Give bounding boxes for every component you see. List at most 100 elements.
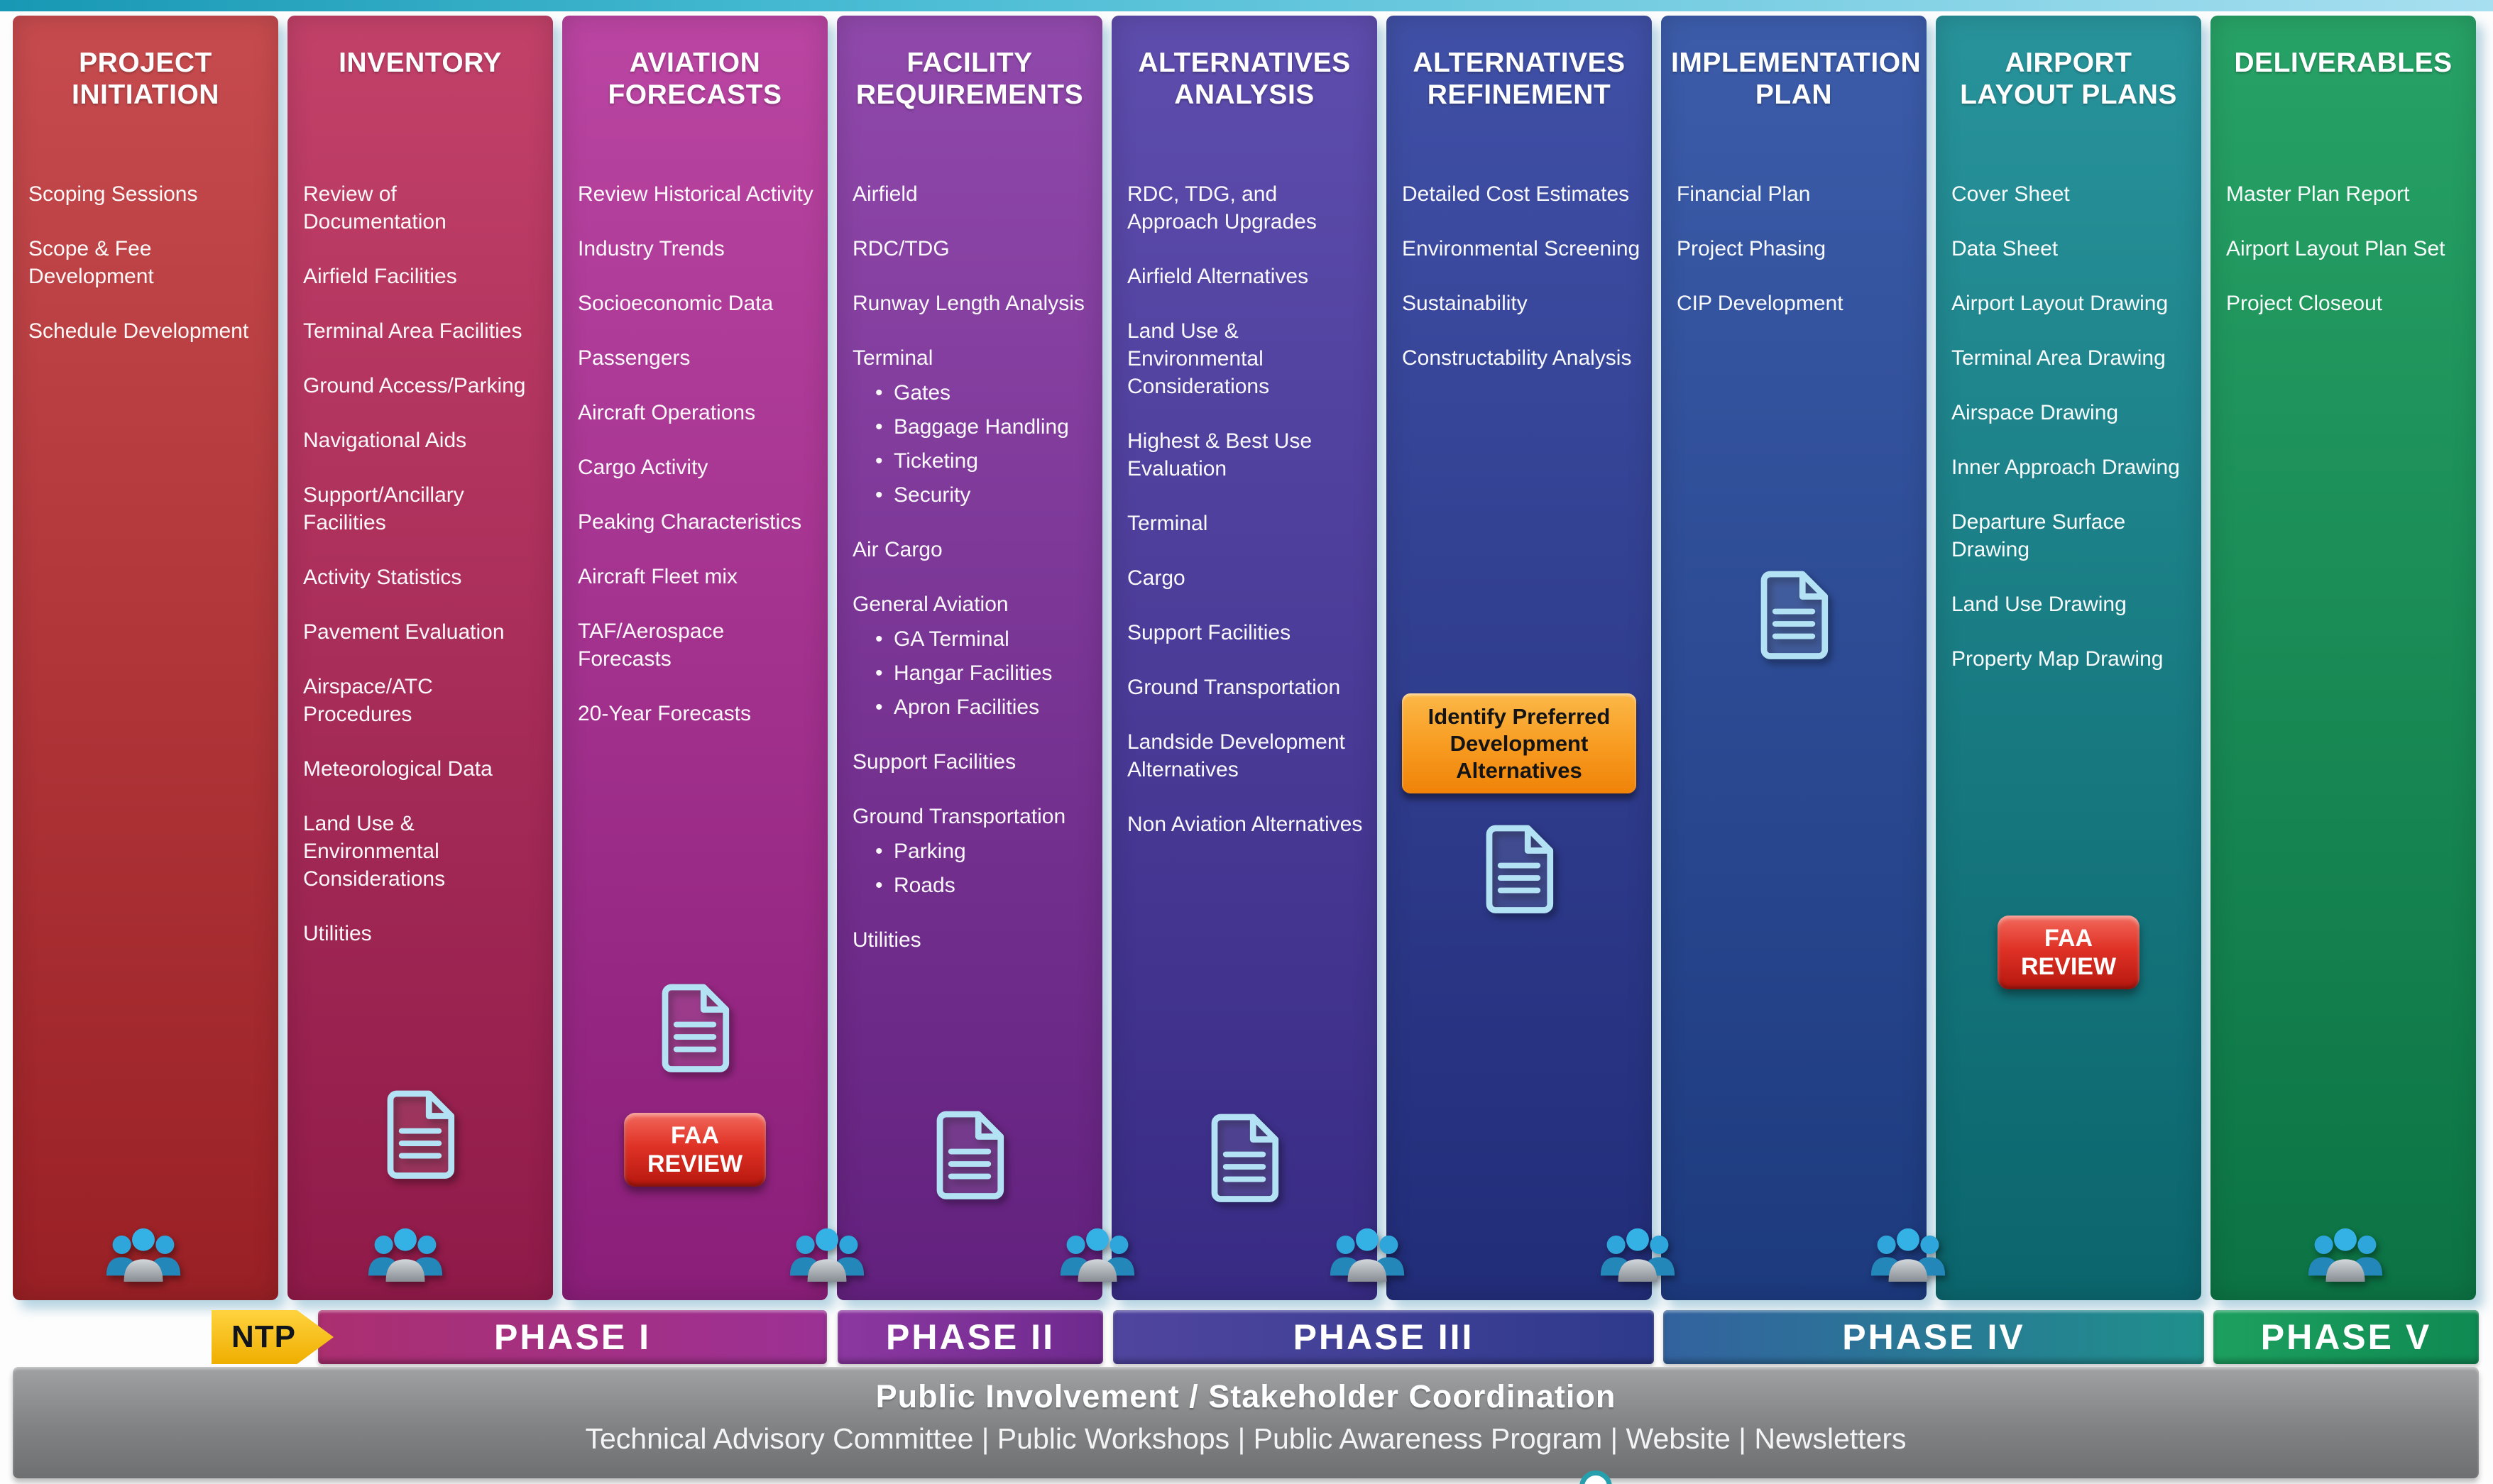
phase-segment-phase-iii: PHASE III xyxy=(1113,1310,1654,1364)
column-item: Detailed Cost Estimates xyxy=(1402,182,1630,206)
document-icon xyxy=(930,1109,1009,1202)
column-item: Land Use Drawing xyxy=(1951,593,2127,616)
column-item: Aircraft Fleet mix xyxy=(578,565,738,588)
phase-label: PHASE I xyxy=(493,1317,652,1357)
column-item: Activity Statistics xyxy=(303,566,462,589)
public-involvement-bar: Public Involvement / Stakeholder Coordin… xyxy=(13,1367,2479,1478)
column-item: Review of Documentation xyxy=(303,182,446,233)
column-item: Project Phasing xyxy=(1677,237,1826,260)
column-item: Peaking Characteristics xyxy=(578,510,802,534)
column-item: Cover Sheet xyxy=(1951,182,2070,206)
column-item: Property Map Drawing xyxy=(1951,647,2164,671)
column-title: IMPLEMENTATION PLAN xyxy=(1671,48,1922,111)
column-item: Airspace Drawing xyxy=(1951,401,2119,424)
column-subitem: Gates xyxy=(871,379,1091,407)
column-item: TAF/Aerospace Forecasts xyxy=(578,620,725,671)
people-group-icon xyxy=(104,1224,182,1288)
column-title: AVIATION FORECASTS xyxy=(608,48,782,111)
column-item: Runway Length Analysis xyxy=(853,292,1085,315)
column-aviation-forecasts: AVIATION FORECASTS Review Historical Act… xyxy=(562,16,828,1300)
phase-ntp-arrow: NTP xyxy=(212,1310,334,1364)
identify-preferred-alternatives-badge: Identify Preferred Development Alternati… xyxy=(1402,693,1636,794)
column-item: Inner Approach Drawing xyxy=(1951,456,2180,479)
column-item: Airspace/ATC Procedures xyxy=(303,675,433,726)
faa-review-badge: FAA REVIEW xyxy=(624,1113,766,1187)
process-columns: PROJECT INITIATION Scoping Sessions Scop… xyxy=(13,16,2476,1300)
people-group-icon xyxy=(1869,1224,1947,1288)
column-item: Scoping Sessions xyxy=(28,182,198,206)
column-item: Support/Ancillary Facilities xyxy=(303,483,464,534)
phase-segment-phase-iv: PHASE IV xyxy=(1663,1310,2204,1364)
column-item: Airfield Facilities xyxy=(303,265,457,288)
column-item-list: Master Plan Report Airport Layout Plan S… xyxy=(2210,152,2476,317)
column-item: Cargo xyxy=(1127,566,1185,590)
phase-label: PHASE V xyxy=(2260,1317,2432,1357)
public-involvement-items: Technical Advisory Committee | Public Wo… xyxy=(585,1422,1907,1455)
faa-review-line1: FAA xyxy=(2044,924,2093,952)
column-facility-requirements: FACILITY REQUIREMENTS Airfield RDC/TDG R… xyxy=(837,16,1102,1300)
faa-review-line2: REVIEW xyxy=(2020,953,2117,980)
column-item: Air Cargo xyxy=(853,538,943,561)
column-item-list: Airfield RDC/TDG Runway Length Analysis … xyxy=(837,152,1102,954)
column-item: Airport Layout Drawing xyxy=(1951,292,2169,315)
column-item-list: RDC, TDG, and Approach Upgrades Airfield… xyxy=(1112,152,1377,838)
people-group-icon xyxy=(1599,1224,1677,1288)
column-item: Airfield Alternatives xyxy=(1127,265,1309,288)
column-subitem: Baggage Handling xyxy=(871,413,1091,441)
column-item: Review Historical Activity xyxy=(578,182,813,206)
column-item: Support Facilities xyxy=(853,750,1017,774)
column-item: Financial Plan xyxy=(1677,182,1811,206)
column-item: Ground Access/Parking xyxy=(303,374,526,397)
faa-review-line2: REVIEW xyxy=(647,1150,743,1177)
column-title: AIRPORT LAYOUT PLANS xyxy=(1960,48,2177,111)
faa-review-line1: FAA xyxy=(671,1121,719,1149)
column-subitem: Apron Facilities xyxy=(871,693,1091,721)
column-title: INVENTORY xyxy=(339,48,502,78)
column-item: 20-Year Forecasts xyxy=(578,702,752,725)
faa-review-badge: FAA REVIEW xyxy=(1998,916,2139,989)
column-item: Environmental Screening xyxy=(1402,237,1640,260)
column-item: Utilities xyxy=(303,922,372,945)
document-icon xyxy=(655,982,735,1074)
column-deliverables: DELIVERABLES Master Plan Report Airport … xyxy=(2210,16,2476,1300)
phase-label: PHASE IV xyxy=(1842,1317,2025,1357)
column-project-initiation: PROJECT INITIATION Scoping Sessions Scop… xyxy=(13,16,278,1300)
column-item: Pavement Evaluation xyxy=(303,620,505,644)
column-title: DELIVERABLES xyxy=(2234,48,2453,78)
column-item: Project Closeout xyxy=(2226,292,2383,315)
column-item: Master Plan Report xyxy=(2226,182,2410,206)
public-involvement-title: Public Involvement / Stakeholder Coordin… xyxy=(875,1378,1616,1414)
phase-segment-phase-i: PHASE I xyxy=(318,1310,827,1364)
column-item: Socioeconomic Data xyxy=(578,292,774,315)
column-item: Data Sheet xyxy=(1951,237,2059,260)
document-icon xyxy=(1205,1112,1284,1204)
column-item: Land Use & Environmental Considerations xyxy=(303,812,446,891)
phase-segment-phase-ii: PHASE II xyxy=(838,1310,1103,1364)
document-icon xyxy=(1479,823,1559,916)
column-item: Cargo Activity xyxy=(578,456,708,479)
column-item: Passengers xyxy=(578,346,691,370)
column-inventory: INVENTORY Review of Documentation Airfie… xyxy=(287,16,553,1300)
column-item: Terminal Area Drawing xyxy=(1951,346,2166,370)
column-item: Terminal xyxy=(853,346,933,370)
column-item: Schedule Development xyxy=(28,319,249,343)
column-alternatives-refinement: ALTERNATIVES REFINEMENT Detailed Cost Es… xyxy=(1386,16,1652,1300)
column-subitem: GA Terminal xyxy=(871,625,1091,653)
column-item: Industry Trends xyxy=(578,237,725,260)
people-group-icon xyxy=(1058,1224,1136,1288)
phase-segment-phase-v: PHASE V xyxy=(2213,1310,2479,1364)
people-group-icon xyxy=(2306,1224,2384,1288)
column-item: RDC/TDG xyxy=(853,237,950,260)
column-item: Departure Surface Drawing xyxy=(1951,510,2126,561)
column-subitem: Parking xyxy=(871,837,1091,865)
column-item: CIP Development xyxy=(1677,292,1843,315)
phase-label: PHASE II xyxy=(886,1317,1055,1357)
column-implementation-plan: IMPLEMENTATION PLAN Financial Plan Proje… xyxy=(1661,16,1927,1300)
column-item-list: Review Historical Activity Industry Tren… xyxy=(562,152,828,727)
column-item: Meteorological Data xyxy=(303,757,493,781)
column-item: Ground Transportation xyxy=(853,805,1066,828)
column-item: RDC, TDG, and Approach Upgrades xyxy=(1127,182,1317,233)
column-subitem: Security xyxy=(871,481,1091,509)
top-accent-strip xyxy=(0,0,2493,11)
